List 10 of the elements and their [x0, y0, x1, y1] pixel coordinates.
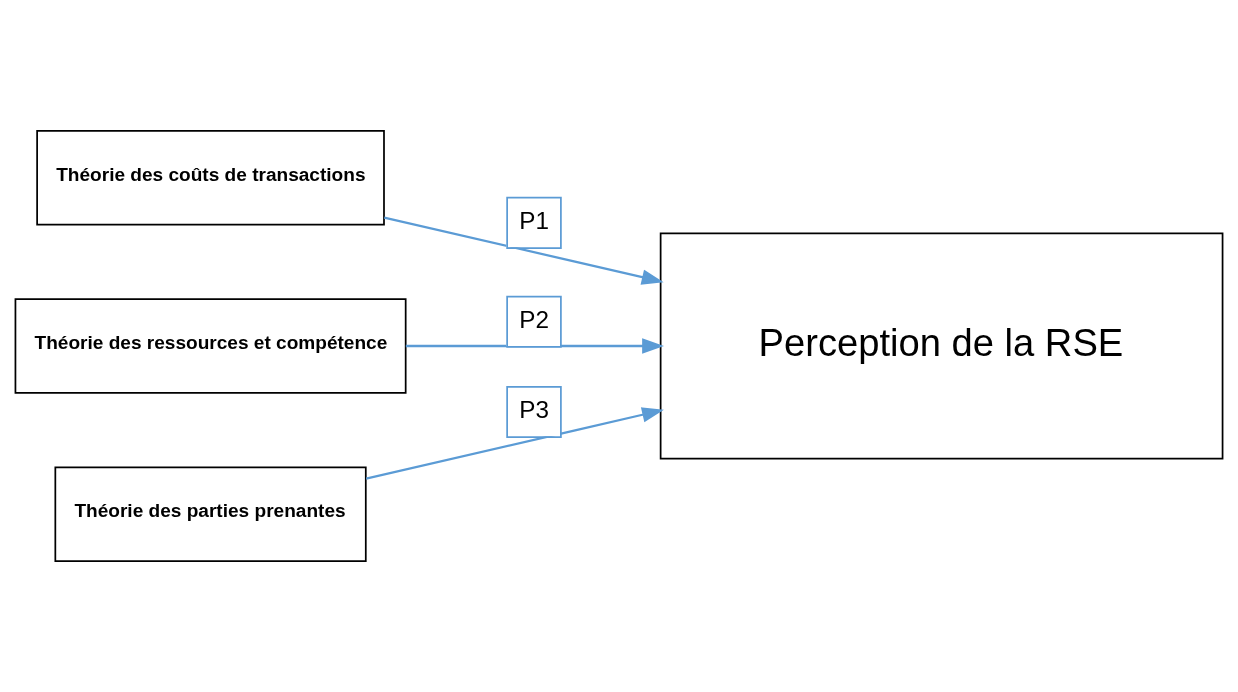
arrow [405, 338, 664, 354]
node-box: Perception de la RSE [659, 232, 1224, 460]
arrow [365, 407, 664, 480]
edge-label: P1 [519, 207, 549, 235]
edge-label: P3 [519, 396, 549, 424]
arrow [384, 216, 664, 285]
edge-label: P2 [519, 306, 549, 334]
node-box: Théorie des parties prenantes [54, 466, 367, 562]
node-box: Théorie des coûts de transactions [36, 130, 385, 226]
node-box: Théorie des ressources et compétence [14, 298, 407, 394]
